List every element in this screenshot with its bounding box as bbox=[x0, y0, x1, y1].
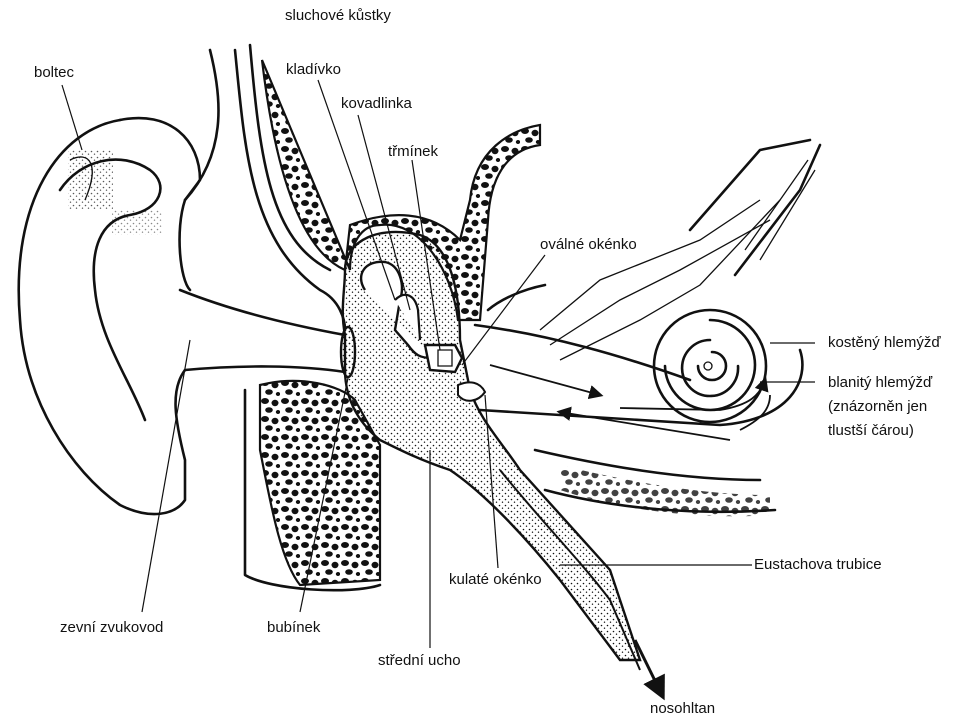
label-incus: kovadlinka bbox=[341, 95, 412, 113]
label-malleus: kladívko bbox=[286, 61, 341, 79]
label-round-window: kulaté okénko bbox=[449, 571, 542, 589]
label-bony-cochlea: kostěný hlemýžď bbox=[828, 334, 941, 352]
label-membranous-cochlea-2: (znázorněn jen bbox=[828, 398, 927, 416]
label-nasopharynx: nosohltan bbox=[650, 700, 715, 718]
label-stapes: třmínek bbox=[388, 143, 438, 161]
label-ear-canal: zevní zvukovod bbox=[60, 619, 163, 637]
label-ossicles: sluchové kůstky bbox=[285, 7, 391, 25]
round-window-shape bbox=[458, 382, 485, 400]
label-membranous-cochlea-3: tlustší čárou) bbox=[828, 422, 914, 440]
pinna-shape bbox=[19, 118, 200, 514]
eardrum-shape bbox=[341, 327, 355, 377]
label-oval-window: oválné okénko bbox=[540, 236, 637, 254]
label-eardrum: bubínek bbox=[267, 619, 320, 637]
label-eustachian-tube: Eustachova trubice bbox=[754, 556, 882, 574]
cochlea-shape bbox=[475, 140, 820, 516]
label-membranous-cochlea-1: blanitý hlemýžď bbox=[828, 374, 932, 392]
label-middle-ear: střední ucho bbox=[378, 652, 461, 670]
label-pinna: boltec bbox=[34, 64, 74, 82]
